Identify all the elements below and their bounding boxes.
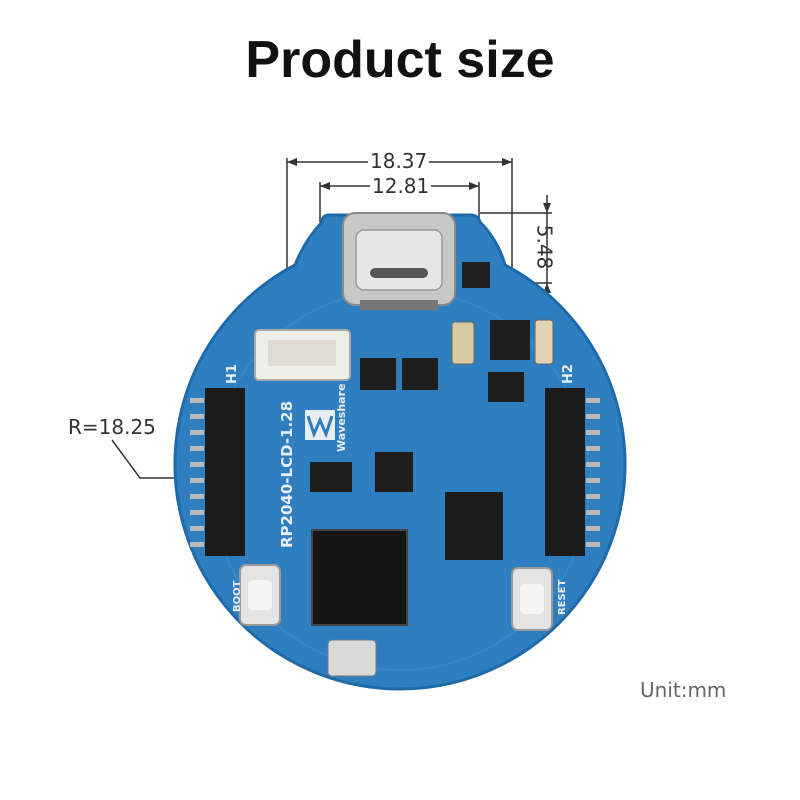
reset-button	[511, 567, 553, 631]
smd-components	[310, 262, 554, 677]
dim-connector-width: 12.81	[370, 174, 432, 198]
brand-label: Waveshare	[335, 384, 348, 452]
header-h2-label: H2	[561, 364, 576, 384]
dim-radius: R=18.25	[68, 415, 156, 439]
dimension-arrows	[287, 158, 551, 293]
unit-label: Unit:mm	[640, 678, 727, 702]
usb-c-connector	[342, 212, 456, 310]
battery-connector	[254, 329, 351, 381]
pin-header-h2	[545, 388, 600, 556]
boot-button	[239, 564, 281, 626]
header-h1-label: H1	[225, 364, 240, 384]
dim-total-width: 18.37	[368, 149, 430, 173]
boot-label: BOOT	[232, 580, 243, 612]
pin-header-h1	[190, 388, 245, 556]
board-model-label: RP2040-LCD-1.28	[278, 401, 296, 548]
dim-connector-depth: 5.48	[532, 224, 557, 270]
reset-label: RESET	[557, 579, 568, 615]
page-title: Product size	[245, 31, 555, 89]
waveshare-logo-icon	[305, 410, 335, 440]
